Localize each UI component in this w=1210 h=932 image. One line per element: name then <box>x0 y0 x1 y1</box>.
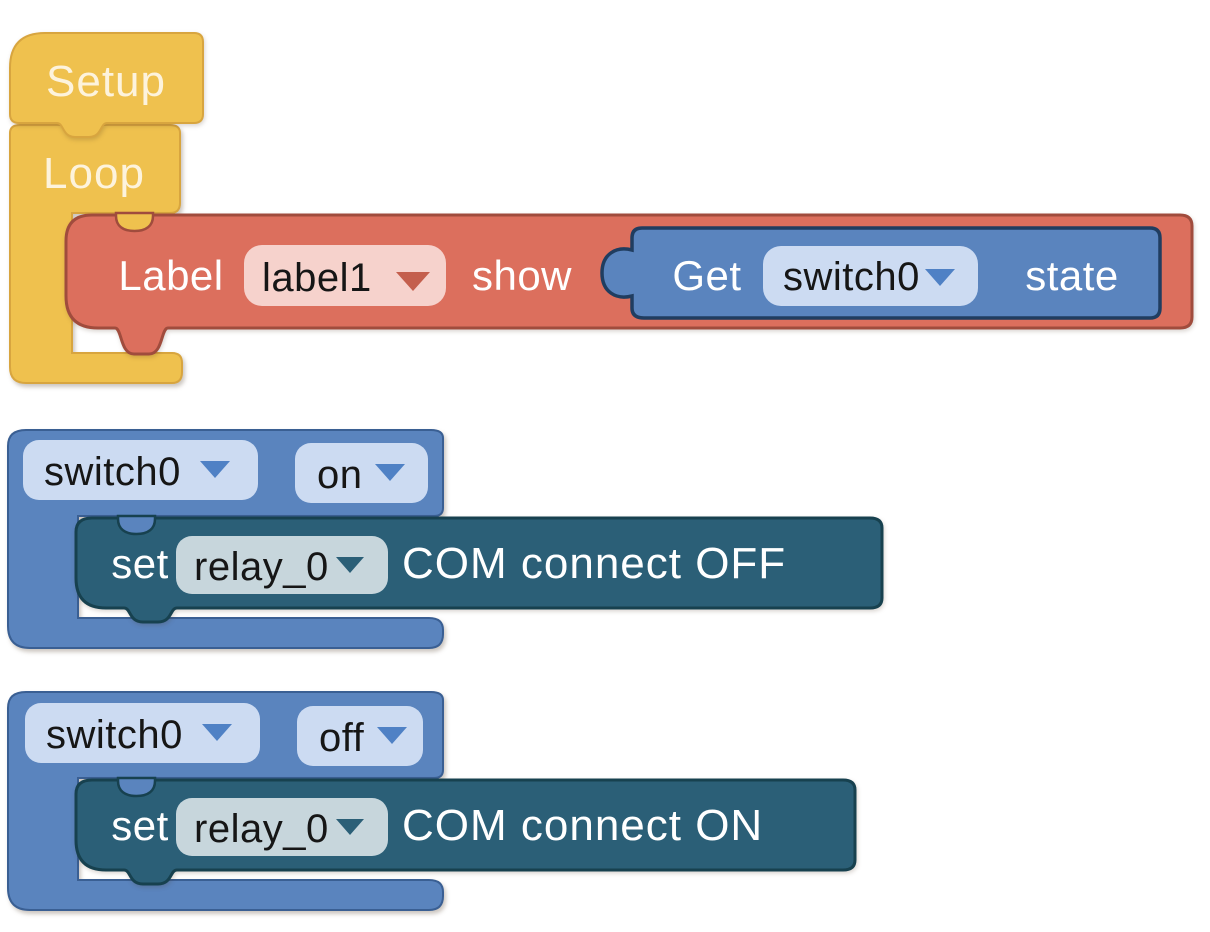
switch-on-event-block[interactable]: switch0 on <box>7 429 444 649</box>
switch0-dropdown[interactable]: switch0 <box>25 703 260 763</box>
label1-dropdown-value: label1 <box>262 256 372 300</box>
off-dropdown-value: off <box>319 716 365 760</box>
loop-inner-connector-tab <box>114 211 155 233</box>
set-relay-on-block[interactable]: set relay_0 COM connect ON <box>74 776 857 886</box>
switch0-dropdown-field[interactable] <box>23 440 258 500</box>
relay0-dropdown[interactable]: relay_0 <box>176 536 388 594</box>
relay0-dropdown-field[interactable] <box>176 536 388 594</box>
on-dropdown[interactable]: on <box>295 443 428 503</box>
get-switch0-dropdown[interactable]: switch0 <box>763 246 978 306</box>
loop-block-label: Loop <box>43 149 145 198</box>
state-suffix-label: state <box>1025 252 1119 299</box>
wrapper-inner-connector-tab <box>116 776 157 798</box>
on-dropdown-value: on <box>317 453 363 497</box>
set-keyword: set <box>111 802 169 849</box>
setup-block-label: Setup <box>46 57 166 106</box>
com-connect-on-label: COM connect ON <box>402 801 763 850</box>
chevron-down-icon <box>396 272 430 291</box>
relay0-dropdown-field[interactable] <box>176 798 388 856</box>
label1-dropdown[interactable]: label1 <box>244 245 446 306</box>
label1-dropdown-field[interactable] <box>244 245 446 306</box>
chevron-down-icon <box>377 727 407 744</box>
get-switch0-dropdown-value: switch0 <box>783 255 920 299</box>
get-switch0-dropdown-field[interactable] <box>763 246 978 306</box>
get-state-block[interactable]: Get switch0 state <box>600 226 1162 320</box>
setup-block[interactable]: Setup <box>9 32 204 138</box>
switch0-dropdown[interactable]: switch0 <box>23 440 258 500</box>
get-keyword: Get <box>672 252 741 299</box>
chevron-down-icon <box>202 724 232 741</box>
chevron-down-icon <box>925 269 955 286</box>
chevron-down-icon <box>375 464 405 481</box>
loop-block[interactable] <box>9 124 183 384</box>
chevron-down-icon <box>336 557 364 573</box>
chevron-down-icon <box>200 461 230 478</box>
switch0-dropdown-field[interactable] <box>25 703 260 763</box>
setup-block-shape[interactable] <box>9 32 204 138</box>
wrapper-inner-connector-tab <box>116 514 157 536</box>
off-dropdown-field[interactable] <box>297 706 423 766</box>
relay0-dropdown-value: relay_0 <box>194 545 329 589</box>
loop-block-shape[interactable] <box>9 124 183 384</box>
switch-off-event-block[interactable]: switch0 off <box>7 691 444 911</box>
set-keyword: set <box>111 540 169 587</box>
relay0-dropdown-value: relay_0 <box>194 807 329 851</box>
show-action-label: show <box>472 252 572 299</box>
on-dropdown-field[interactable] <box>295 443 428 503</box>
off-dropdown[interactable]: off <box>297 706 423 766</box>
label-keyword: Label <box>118 252 223 299</box>
com-connect-off-label: COM connect OFF <box>402 539 786 588</box>
switch0-dropdown-value: switch0 <box>46 713 183 757</box>
relay0-dropdown[interactable]: relay_0 <box>176 798 388 856</box>
set-relay-off-block[interactable]: set relay_0 COM connect OFF <box>74 514 884 624</box>
chevron-down-icon <box>336 819 364 835</box>
switch0-dropdown-value: switch0 <box>44 450 181 494</box>
